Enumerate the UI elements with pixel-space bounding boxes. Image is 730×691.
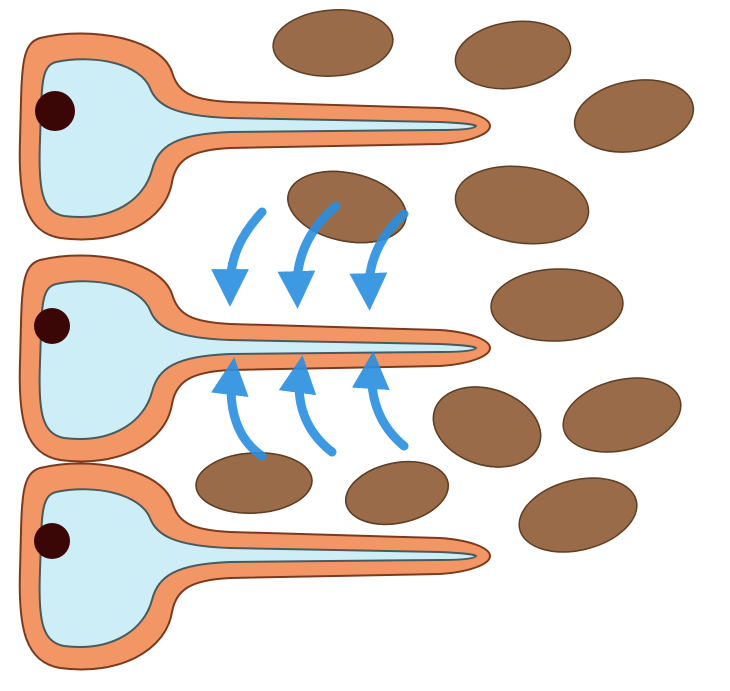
nucleus	[34, 523, 70, 559]
water-arrow-down-icon	[230, 212, 262, 288]
root-hair-cells	[20, 33, 490, 669]
soil-particle	[451, 14, 575, 96]
soil-particle	[271, 6, 395, 80]
soil-particle	[281, 161, 413, 252]
water-arrow-up-icon	[231, 376, 262, 456]
root-hair-cell	[20, 33, 490, 239]
root-hair-cell	[20, 255, 490, 461]
water-arrow-up-icon	[372, 370, 404, 446]
soil-particle	[569, 71, 699, 161]
soil-particle	[340, 453, 454, 533]
soil-particle	[490, 267, 624, 344]
nucleus	[34, 308, 70, 344]
nucleus	[35, 91, 75, 131]
water-arrow-up-icon	[299, 374, 332, 452]
soil-particle	[555, 367, 688, 464]
soil-particle	[450, 158, 593, 252]
soil-particle	[423, 374, 551, 480]
soil-particle	[195, 450, 314, 516]
soil-particle	[511, 467, 644, 564]
